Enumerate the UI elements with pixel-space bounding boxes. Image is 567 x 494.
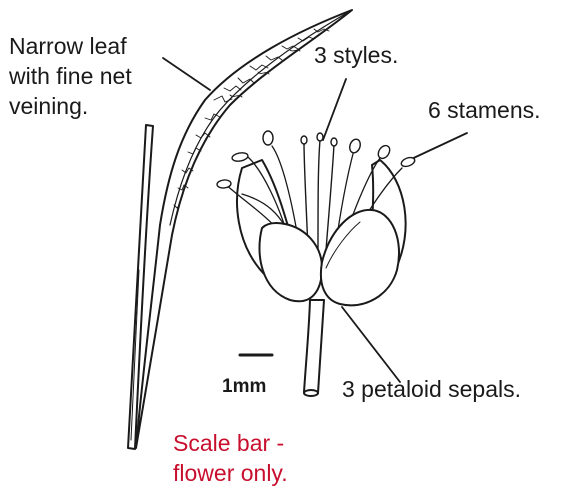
scale-note-line-1: Scale bar - bbox=[173, 428, 288, 458]
leaf-leader-line bbox=[163, 58, 210, 90]
leaf-label: Narrow leaf with fine net veining. bbox=[9, 31, 132, 121]
styles bbox=[301, 133, 337, 250]
styles-leader-line bbox=[323, 79, 346, 140]
sepals-label: 3 petaloid sepals. bbox=[342, 374, 521, 404]
stamens-label: 6 stamens. bbox=[428, 95, 541, 125]
scale-note: Scale bar - flower only. bbox=[173, 428, 288, 488]
styles-label: 3 styles. bbox=[314, 40, 398, 70]
leaf-label-line-1: Narrow leaf bbox=[9, 31, 132, 61]
leaf-label-line-2: with fine net bbox=[9, 61, 132, 91]
scale-note-line-2: flower only. bbox=[173, 458, 288, 488]
scale-bar-label: 1mm bbox=[222, 372, 266, 402]
leaf-label-line-3: veining. bbox=[9, 91, 132, 121]
front-sepal-right bbox=[321, 210, 399, 305]
stamens-leader-line bbox=[405, 133, 467, 162]
front-sepal-left bbox=[259, 223, 322, 301]
pedicel bbox=[304, 300, 324, 393]
sepals-leader-line bbox=[342, 307, 400, 382]
